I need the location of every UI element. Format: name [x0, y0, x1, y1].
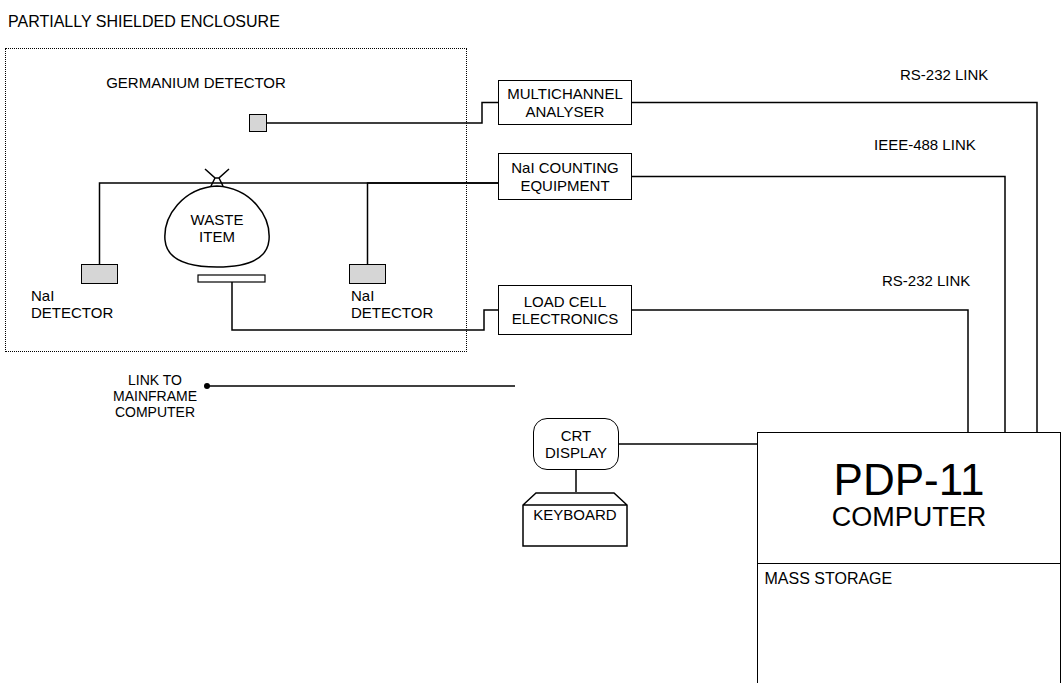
- pdp11-computer: PDP-11COMPUTER MASS STORAGE: [757, 432, 1061, 683]
- detector-box: [349, 264, 386, 284]
- link-label: IEEE-488 LINK: [872, 136, 978, 153]
- connector: [368, 183, 499, 264]
- load-cell: [198, 275, 265, 282]
- node-text: COMPUTER: [758, 503, 1060, 533]
- connector: [575, 470, 577, 492]
- link-label: RS-232 LINK: [880, 272, 972, 289]
- node-text: MULTICHANNEL ANALYSER: [505, 85, 625, 120]
- crt-display: CRT DISPLAY: [533, 418, 619, 470]
- equipment-box: MULTICHANNEL ANALYSER: [498, 80, 632, 125]
- equipment-box: LOAD CELL ELECTRONICS: [498, 285, 632, 335]
- connector: [632, 177, 1005, 433]
- load-cell-wire: [232, 282, 498, 330]
- node-text: LOAD CELL ELECTRONICS: [505, 293, 625, 328]
- shielded-enclosure: PARTIALLY SHIELDED ENCLOSUREGERMANIUM DE…: [5, 48, 467, 352]
- mainframe-link-line: [208, 385, 515, 387]
- connector: [100, 183, 499, 264]
- connector: [267, 103, 498, 124]
- connector: [632, 103, 1037, 433]
- bag-knot: [205, 169, 229, 186]
- connector: [619, 443, 757, 445]
- keyboard-body: [523, 493, 627, 546]
- node-text: PDP-11: [758, 457, 1060, 503]
- node-text: GERMANIUM DETECTOR: [91, 74, 301, 91]
- free-label: LINK TO MAINFRAME COMPUTER: [96, 372, 214, 420]
- detector-box: [81, 264, 118, 284]
- nai-detector: NaI DETECTOR: [344, 264, 444, 326]
- node-text: NaI DETECTOR: [351, 287, 433, 322]
- detector-box: [249, 114, 267, 132]
- waste-bag: WASTE ITEM: [161, 166, 273, 268]
- node-text: MASS STORAGE: [757, 564, 1061, 588]
- nai-detector: NaI DETECTOR: [26, 264, 126, 326]
- germanium-detector: GERMANIUM DETECTOR: [91, 74, 301, 134]
- node-text: PARTIALLY SHIELDED ENCLOSURE: [8, 13, 280, 31]
- node-text: WASTE ITEM: [182, 211, 252, 246]
- bag-body: [165, 186, 269, 267]
- mass-storage: MASS STORAGE: [757, 563, 1061, 683]
- node-text: NaI DETECTOR: [31, 287, 113, 322]
- link-label: RS-232 LINK: [898, 66, 990, 83]
- node-text: NaI COUNTING EQUIPMENT: [505, 159, 625, 194]
- node-text: KEYBOARD: [522, 506, 628, 523]
- keyboard: KEYBOARD: [522, 492, 628, 547]
- equipment-box: NaI COUNTING EQUIPMENT: [498, 153, 632, 200]
- link-dot: [204, 383, 210, 389]
- connector: [632, 310, 968, 432]
- node-text: CRT DISPLAY: [540, 427, 612, 462]
